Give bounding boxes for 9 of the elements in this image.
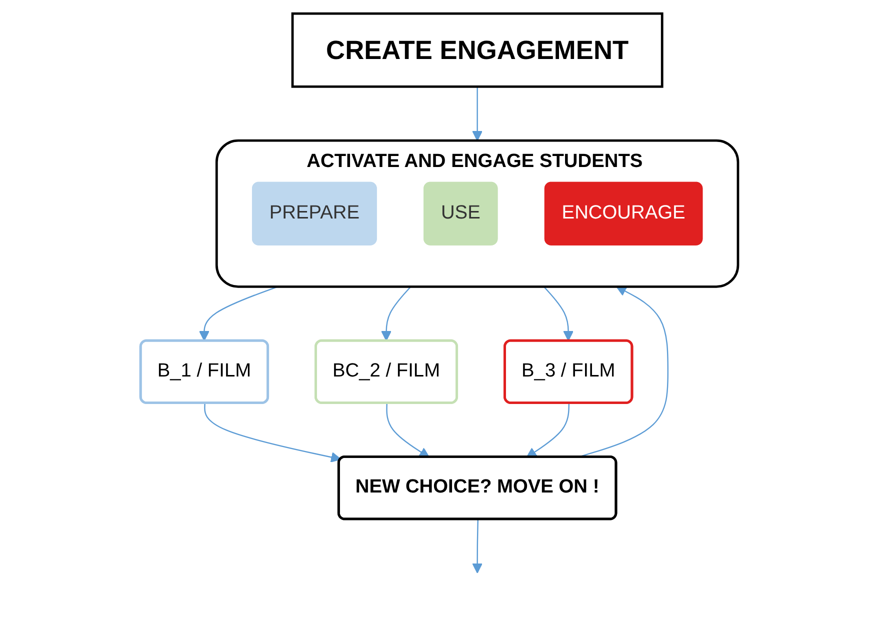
arrow	[526, 402, 570, 458]
arrow	[543, 286, 574, 340]
arrow	[386, 402, 430, 458]
arrow	[472, 86, 482, 140]
arrow	[472, 519, 482, 573]
arrow	[380, 286, 411, 340]
node-box: CREATE ENGAGEMENT	[291, 12, 664, 88]
arrow	[204, 402, 341, 462]
arrow	[198, 286, 278, 340]
